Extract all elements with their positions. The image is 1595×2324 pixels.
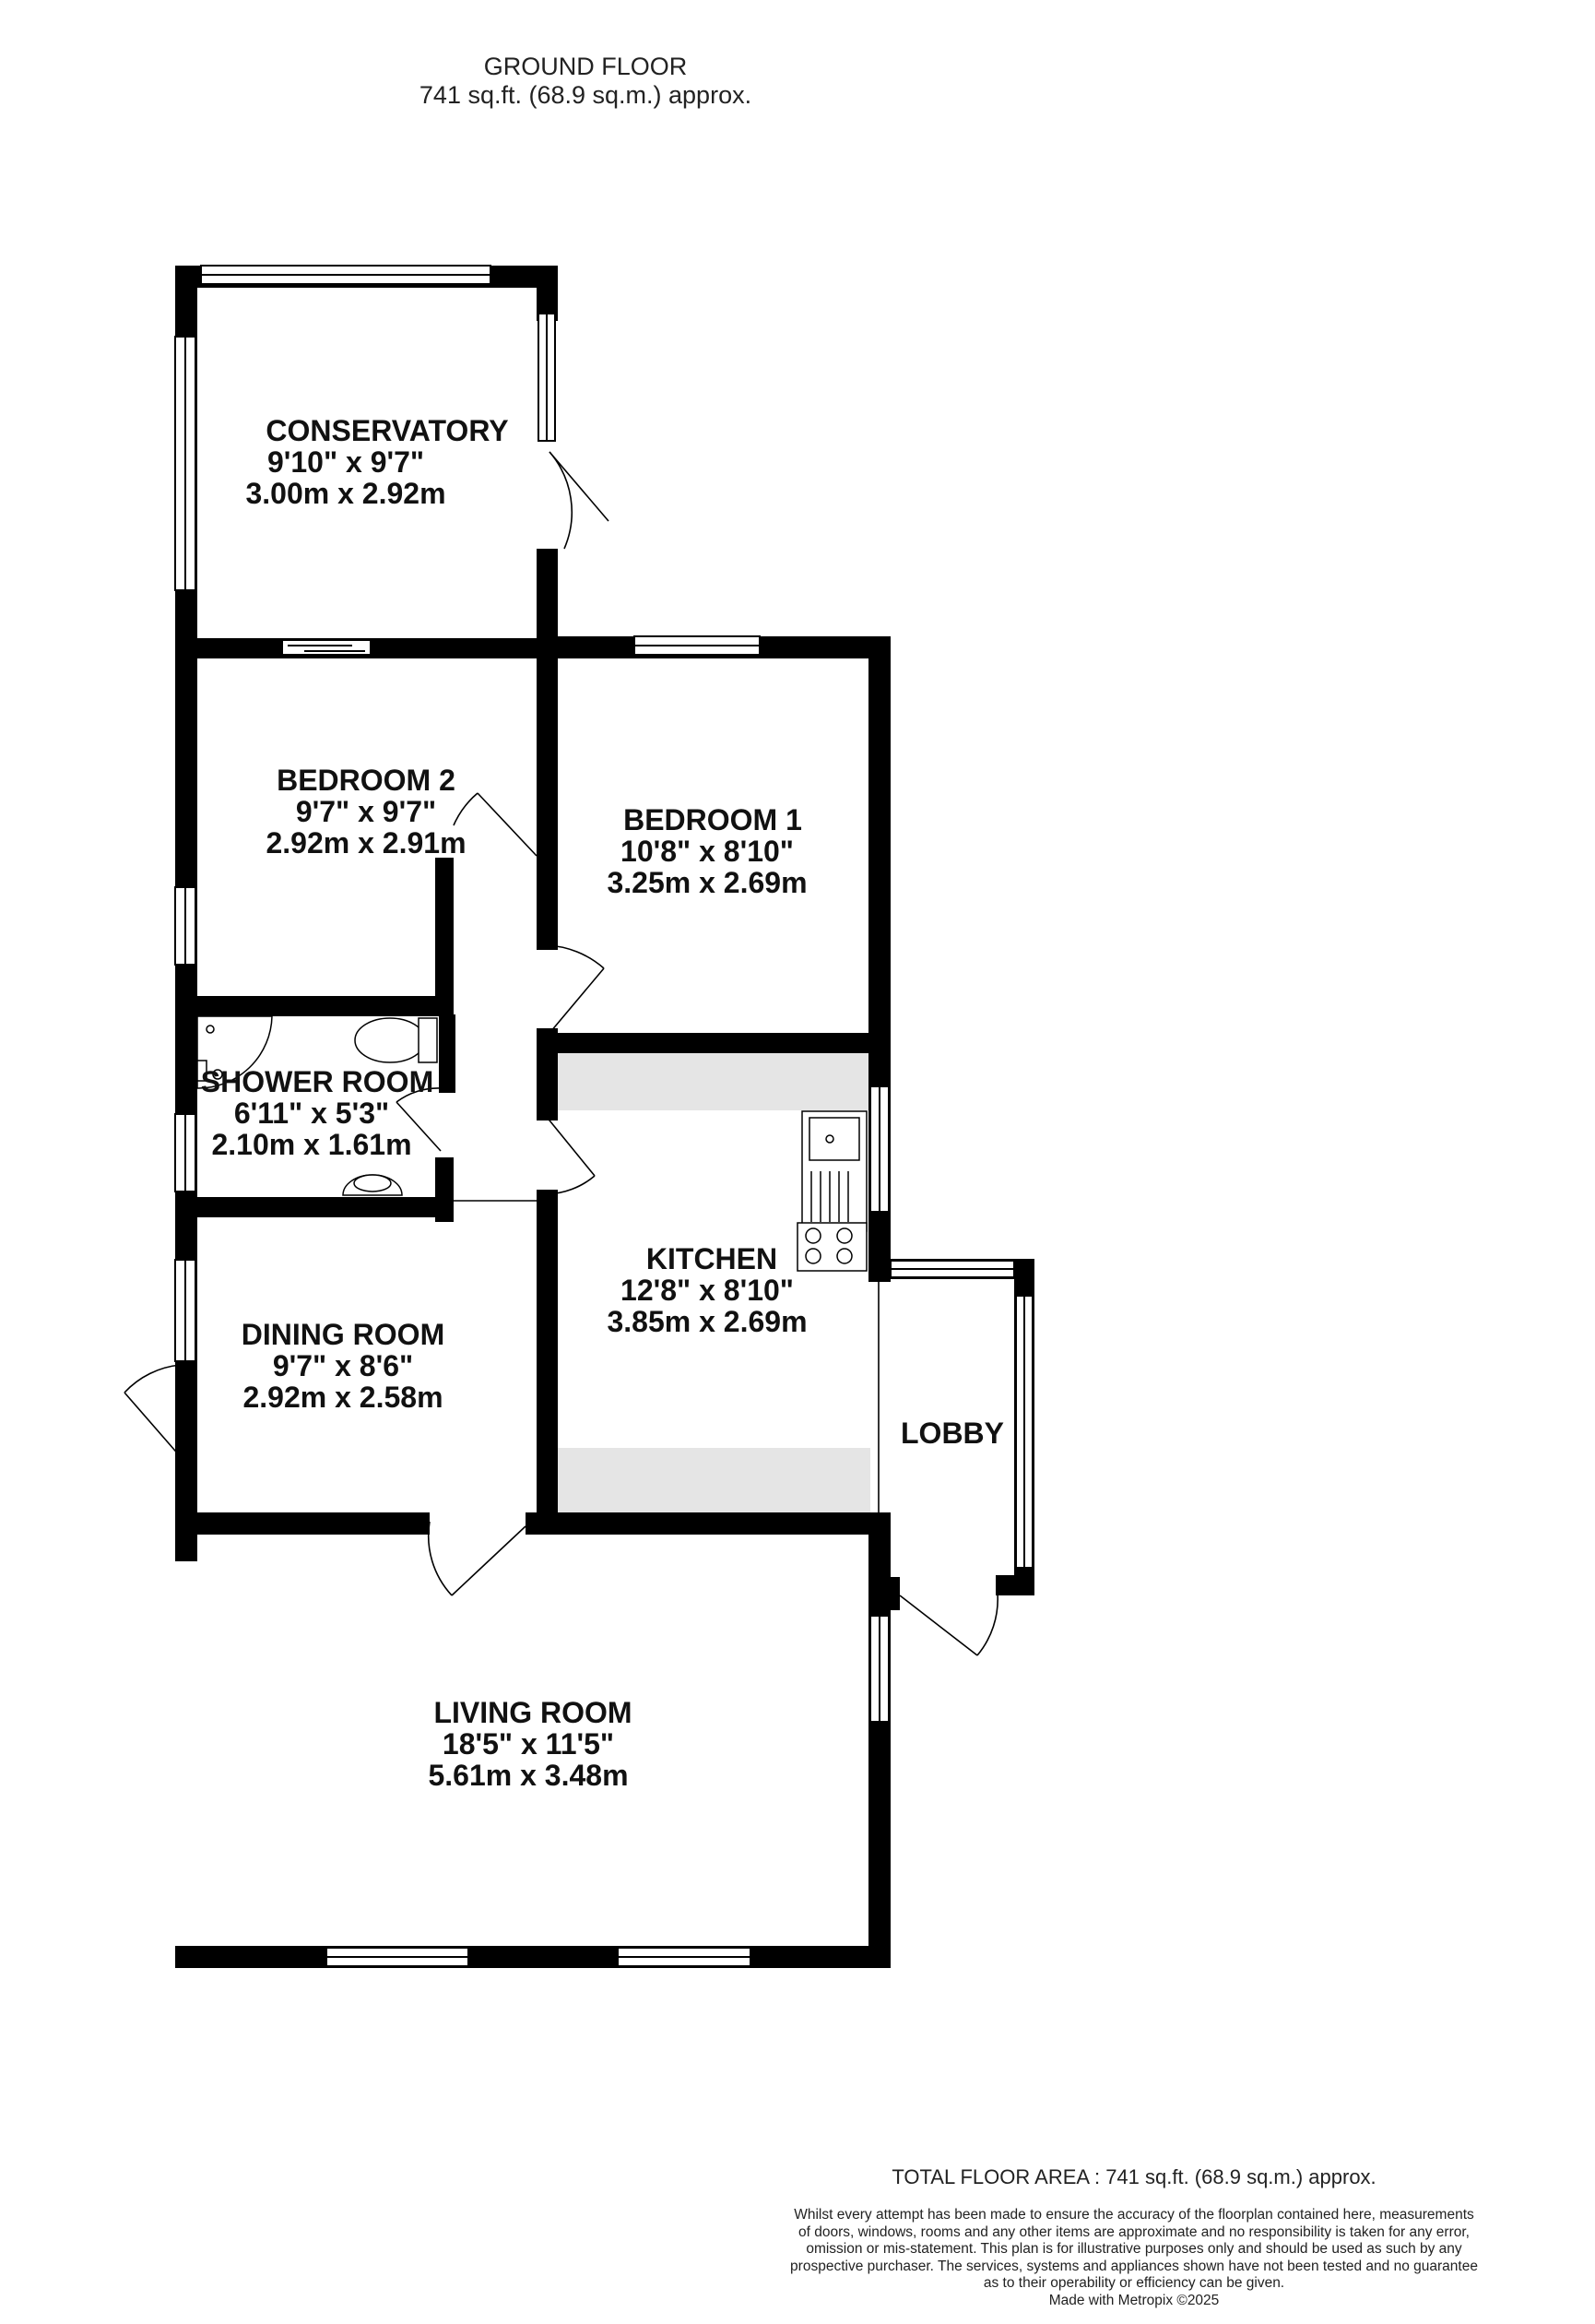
living-room-metric: 5.61m x 3.48m xyxy=(428,1759,628,1792)
kitchen-counters xyxy=(557,1053,870,1518)
bedroom-2-imperial: 9'7" x 9'7" xyxy=(296,795,436,828)
living-room-imperial: 18'5" x 11'5" xyxy=(443,1727,614,1761)
floor-title: GROUND FLOOR xyxy=(483,53,688,80)
kitchen-name: KITCHEN xyxy=(646,1242,777,1275)
dining-room-metric: 2.92m x 2.58m xyxy=(242,1381,443,1414)
bedroom-2-metric: 2.92m x 2.91m xyxy=(266,826,466,860)
disclaimer: Whilst every attempt has been made to en… xyxy=(738,2207,1530,2310)
toilet-icon xyxy=(354,1017,426,1063)
living-room-name: LIVING ROOM xyxy=(433,1696,632,1729)
conservatory-metric: 3.00m x 2.92m xyxy=(245,477,445,510)
conservatory-name: CONSERVATORY xyxy=(266,414,508,447)
kitchen-metric: 3.85m x 2.69m xyxy=(607,1305,807,1338)
doors xyxy=(124,451,998,1656)
disclaimer-line: omission or mis-statement. This plan is … xyxy=(806,2241,1462,2258)
bedroom-1-metric: 3.25m x 2.69m xyxy=(607,866,807,899)
shower-room-imperial: 6'11" x 5'3" xyxy=(234,1097,389,1130)
room-labels: CONSERVATORY 9'10" x 9'7" 3.00m x 2.92m … xyxy=(201,414,1004,1792)
disclaimer-line: prospective purchaser. The services, sys… xyxy=(790,2258,1478,2274)
shower-room-name: SHOWER ROOM xyxy=(201,1065,433,1098)
floor-area: 741 sq.ft. (68.9 sq.m.) approx. xyxy=(419,81,752,109)
shower-room-metric: 2.10m x 1.61m xyxy=(211,1128,411,1161)
windows xyxy=(174,265,1034,1967)
bedroom-2-name: BEDROOM 2 xyxy=(277,764,455,797)
disclaimer-line: Whilst every attempt has been made to en… xyxy=(794,2207,1474,2223)
dining-room-name: DINING ROOM xyxy=(242,1318,444,1351)
disclaimer-line: of doors, windows, rooms and any other i… xyxy=(798,2223,1470,2240)
lobby-name: LOBBY xyxy=(901,1417,1004,1450)
bedroom-1-imperial: 10'8" x 8'10" xyxy=(620,835,794,868)
kitchen-fixtures xyxy=(797,1110,868,1272)
disclaimer-line: as to their operability or efficiency ca… xyxy=(983,2275,1285,2292)
dining-room-imperial: 9'7" x 8'6" xyxy=(273,1349,413,1382)
conservatory-imperial: 9'10" x 9'7" xyxy=(267,445,424,479)
kitchen-imperial: 12'8" x 8'10" xyxy=(620,1274,794,1307)
bedroom-1-name: BEDROOM 1 xyxy=(623,803,802,836)
made-with: Made with Metropix ©2025 xyxy=(1048,2292,1220,2308)
total-floor-area: TOTAL FLOOR AREA : 741 sq.ft. (68.9 sq.m… xyxy=(892,2165,1376,2188)
shower-fixtures xyxy=(196,1015,438,1196)
